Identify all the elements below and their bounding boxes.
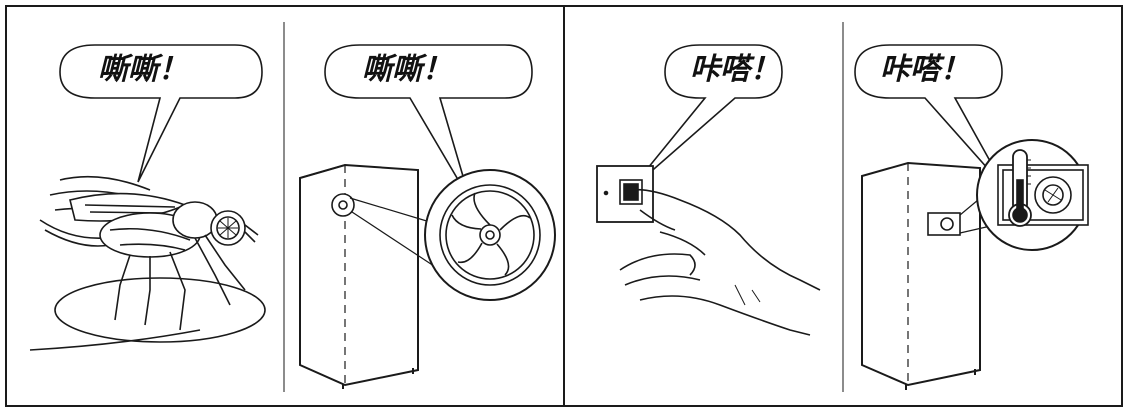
hand xyxy=(619,188,821,336)
speech-bubble-1 xyxy=(59,44,263,183)
fridge-body-2 xyxy=(299,163,419,387)
sound-text-1: 嘶嘶！ xyxy=(98,52,188,87)
thermostat-dial xyxy=(1034,176,1072,214)
fan-small xyxy=(331,193,355,217)
fly-shadow xyxy=(54,277,266,343)
speech-bubble-2 xyxy=(324,44,533,201)
fan-zoom-outer xyxy=(424,169,556,301)
panel-3-hand-switch xyxy=(596,44,821,336)
fan-zoom-ring xyxy=(439,184,541,286)
sound-text-3: 咔嗒！ xyxy=(690,52,780,87)
panel-2-fridge-fan xyxy=(299,44,556,389)
fly-thorax xyxy=(172,201,218,239)
thermostat-small xyxy=(927,212,961,236)
speech-bubble-3 xyxy=(629,44,783,191)
fridge-body-4 xyxy=(861,161,981,387)
speech-bubble-4 xyxy=(854,44,1006,189)
sound-text-2: 嘶嘶！ xyxy=(362,52,452,87)
panel-4-fridge-thermostat xyxy=(854,44,1089,390)
panel-1-fly xyxy=(29,44,266,351)
sound-text-4: 咔嗒！ xyxy=(880,52,970,87)
